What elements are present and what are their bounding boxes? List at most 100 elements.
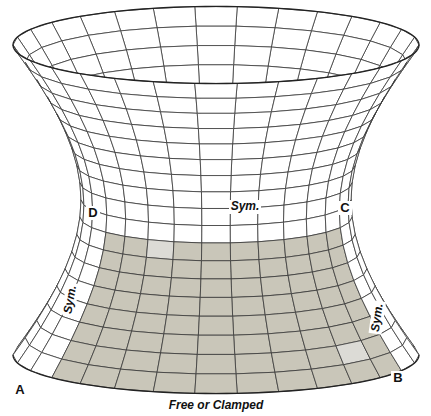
mesh-cell	[230, 242, 259, 261]
mesh-cell	[198, 65, 233, 84]
mesh-cell	[258, 188, 286, 207]
mesh-cell	[164, 127, 199, 144]
mesh-cell	[148, 222, 174, 242]
mesh-cell	[200, 279, 232, 297]
mesh-cell	[232, 296, 265, 316]
mesh-cell	[157, 97, 197, 114]
corner-letter: C	[338, 201, 351, 215]
mesh-cell	[234, 112, 272, 129]
mesh-cell	[201, 192, 230, 209]
mesh-cell	[201, 243, 230, 261]
mesh-cell	[261, 275, 292, 296]
mesh-cell	[235, 26, 275, 47]
mesh-cell	[233, 315, 268, 335]
mesh-cell	[153, 7, 196, 28]
mesh-cell	[258, 240, 286, 260]
mesh-cell	[258, 222, 284, 242]
mesh-cell	[161, 46, 199, 67]
mesh-cell	[233, 127, 268, 144]
mesh-cell	[132, 312, 167, 334]
corner-letter: A	[13, 383, 26, 397]
mesh-cell	[197, 46, 234, 65]
mesh-cell	[195, 83, 237, 98]
mesh-cell	[196, 98, 236, 113]
mesh-cell	[258, 205, 284, 224]
mesh-cell	[144, 257, 173, 277]
mesh-cell	[236, 82, 279, 99]
mesh-cell	[173, 191, 202, 209]
mesh-cell	[197, 113, 234, 128]
mesh-cell	[146, 188, 174, 207]
mesh-cell	[153, 82, 196, 99]
mesh-cell	[231, 278, 263, 298]
mesh-cell	[148, 205, 174, 224]
mesh-cell	[169, 158, 201, 175]
mesh-cell	[201, 176, 231, 192]
mesh-cell	[201, 192, 230, 209]
mesh-cell	[236, 372, 279, 393]
mesh-cell	[234, 46, 272, 67]
mesh-cell	[171, 208, 201, 225]
mesh-cell	[275, 369, 318, 392]
mesh-cell	[161, 334, 199, 355]
mesh-cell	[231, 260, 261, 279]
mesh-cell	[271, 350, 311, 372]
mesh-cell	[200, 160, 232, 176]
mesh-cell	[235, 97, 275, 114]
mesh-cell	[231, 174, 261, 191]
mesh-cell	[259, 172, 288, 191]
mesh-cell	[284, 236, 309, 257]
mesh-cell	[114, 369, 157, 392]
mesh-cell	[230, 224, 258, 243]
mesh-cell	[123, 236, 148, 257]
mesh-cell	[167, 296, 200, 316]
mesh-cell	[126, 47, 164, 69]
mesh-cell	[136, 294, 169, 315]
top-rim	[13, 6, 419, 83]
mesh-cell	[195, 374, 237, 394]
boundary-condition-label: Free or Clamped	[167, 399, 266, 412]
mesh-cell	[141, 156, 172, 174]
mesh-cell	[173, 192, 202, 210]
mesh-cell	[198, 316, 233, 335]
mesh-cell	[263, 294, 296, 315]
mesh-cell	[235, 353, 275, 374]
mesh-cell	[171, 260, 201, 279]
mesh-cell	[164, 315, 199, 335]
symmetry-label: Sym.	[229, 200, 262, 213]
mesh-cell	[174, 207, 202, 225]
mesh-cell	[169, 278, 201, 298]
mesh-cell	[259, 257, 288, 277]
mesh-cell	[197, 335, 234, 354]
mesh-cell	[202, 226, 230, 243]
mesh-cell	[199, 297, 232, 316]
mesh-cell	[157, 353, 197, 374]
mesh-cell	[352, 148, 360, 171]
mesh-cell	[126, 331, 164, 353]
mesh-cell	[268, 331, 306, 353]
mesh-cell	[403, 338, 419, 363]
mesh-cell	[275, 8, 318, 31]
mesh-cell	[114, 8, 157, 31]
mesh-cell	[198, 129, 233, 144]
mesh-cell	[144, 172, 173, 191]
mesh-cell	[231, 158, 263, 175]
mesh-cell	[161, 112, 199, 129]
mesh-cell	[232, 143, 265, 160]
mesh-cell	[196, 354, 236, 373]
mesh-cell	[202, 208, 230, 225]
mesh-cell	[141, 275, 172, 296]
mesh-cell	[271, 28, 311, 50]
mesh-cell	[157, 26, 197, 47]
mesh-cell	[153, 372, 196, 393]
mesh-cell	[167, 143, 200, 160]
mesh-cell	[195, 7, 237, 27]
mesh-cell	[268, 47, 306, 69]
mesh-faces	[13, 7, 419, 394]
mesh-cell	[236, 7, 279, 28]
mesh-cell	[199, 144, 232, 160]
mesh-cell	[234, 334, 272, 355]
bottom-rim	[13, 355, 419, 394]
mesh-cell	[121, 28, 161, 50]
